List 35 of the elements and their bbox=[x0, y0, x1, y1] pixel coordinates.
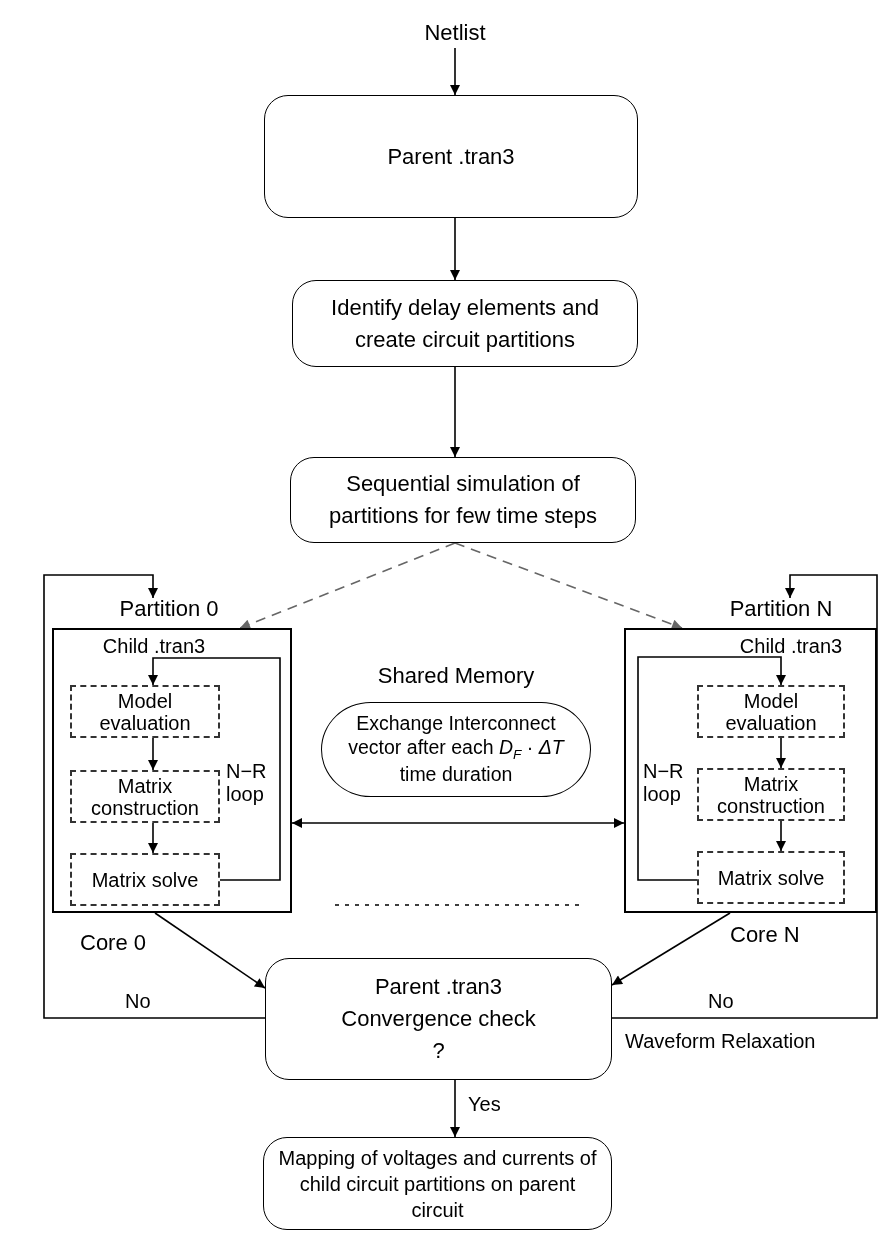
step-box: Matrix construction bbox=[697, 768, 845, 821]
dashed-arrow bbox=[239, 542, 456, 629]
arrow bbox=[450, 366, 460, 458]
process-box: Mapping of voltages and currents of child circuit partitions on parent circuit bbox=[263, 1137, 612, 1230]
arrow bbox=[776, 820, 786, 852]
child-heading: Child .tran3 bbox=[101, 634, 207, 658]
process-box: Sequential simulation of partitions for few time steps bbox=[290, 457, 636, 543]
step-box: Model evaluation bbox=[70, 685, 220, 738]
partition-heading: Partition 0 bbox=[118, 596, 220, 623]
process-box: Parent .tran3 bbox=[264, 95, 638, 218]
arrow bbox=[450, 1079, 460, 1138]
arrow bbox=[43, 574, 266, 1019]
dashed-arrow bbox=[454, 542, 683, 630]
arrow bbox=[148, 822, 158, 854]
process-box: Parent .tran3 Convergence check ? bbox=[265, 958, 612, 1080]
arrow bbox=[611, 912, 731, 986]
step-box: Matrix solve bbox=[697, 851, 845, 904]
step-box: Matrix solve bbox=[70, 853, 220, 906]
exchange-text: Exchange Interconnect vector after each D$_{F}$ · ΔT time duration bbox=[347, 712, 566, 787]
netlist-text: Netlist bbox=[405, 18, 505, 48]
arrow bbox=[776, 737, 786, 769]
partition-heading: Partition N bbox=[728, 596, 834, 623]
arrow bbox=[637, 656, 786, 881]
arrow bbox=[450, 47, 460, 96]
arrow bbox=[450, 217, 460, 281]
step-box: Matrix construction bbox=[70, 770, 220, 823]
arrow bbox=[148, 657, 281, 881]
step-box: Model evaluation bbox=[697, 685, 845, 738]
process-box: Identify delay elements and create circuit partitions bbox=[292, 280, 638, 367]
shared-memory-heading: Shared Memory bbox=[376, 663, 536, 690]
arrow bbox=[611, 574, 878, 1019]
arrow bbox=[148, 737, 158, 771]
arrow bbox=[154, 912, 266, 989]
arrow bbox=[291, 818, 625, 828]
child-heading: Child .tran3 bbox=[738, 634, 844, 658]
